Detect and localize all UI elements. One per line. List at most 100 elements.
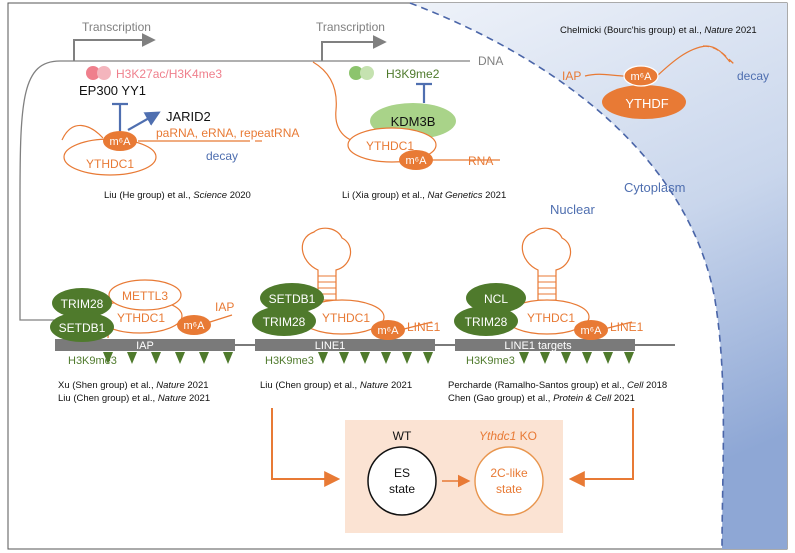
- citation-targets-1: Percharde (Ramalho-Santos group) et al.,…: [448, 380, 667, 391]
- factors-label: EP300 YY1: [79, 83, 146, 98]
- bar-label-line1: LINE1: [315, 340, 346, 352]
- citation-targets-1-journal: Cell: [627, 380, 644, 391]
- citation-top-mid-journal: Nat Genetics: [428, 190, 483, 201]
- arrow-targets-to-state: [568, 408, 634, 487]
- m6a-label-line1: m⁶A: [377, 325, 399, 337]
- rnas-label: paRNA, eRNA, repeatRNA: [156, 126, 299, 140]
- transcription-label-left: Transcription: [82, 20, 151, 34]
- line1-label-panel: LINE1: [407, 320, 441, 334]
- nuclear-label: Nuclear: [550, 202, 595, 217]
- triangle: [339, 352, 349, 364]
- rna-strand-mid-upper: [312, 61, 361, 144]
- triangle: [199, 352, 209, 364]
- trim28-label-iap: TRIM28: [61, 297, 104, 311]
- citation-top-right-prefix: Chelmicki (Bourc'his group) et al.,: [560, 25, 704, 36]
- mettl3-ellipse: [108, 279, 182, 311]
- decay-label-left: decay: [206, 149, 238, 163]
- transcription-label-mid: Transcription: [316, 20, 385, 34]
- histone-circle-green-1: [349, 66, 363, 80]
- setdb1-ellipse-iap: [50, 312, 114, 342]
- citation-top-mid-year: 2021: [482, 190, 506, 201]
- kdm3b-label: KDM3B: [391, 114, 436, 129]
- twoc-state-line1: 2C-like: [490, 466, 528, 480]
- jarid2-arrow: [127, 111, 161, 131]
- ythdc1-label-iap: YTHDC1: [117, 311, 165, 325]
- es-state-line1: ES: [394, 466, 410, 480]
- m6a-label-targets: m⁶A: [580, 325, 602, 337]
- ythdf-label: YTHDF: [625, 96, 668, 111]
- ythdc1-label-mid: YTHDC1: [366, 139, 414, 153]
- triangle: [151, 352, 161, 364]
- h3k9me3-label-iap: H3K9me3: [68, 355, 117, 367]
- top-left-mechanism: Transcription H3K27ac/H3K4me3 EP300 YY1 …: [61, 20, 299, 201]
- triangle: [127, 352, 137, 364]
- iap-label-panel: IAP: [215, 300, 234, 314]
- citation-top-mid-prefix: Li (Xia group) et al.,: [342, 190, 428, 201]
- triangle: [423, 352, 433, 364]
- h3k9me3-label-targets: H3K9me3: [466, 355, 515, 367]
- citation-iap-2: Liu (Chen group) et al., Nature 2021: [58, 393, 210, 404]
- triangle: [360, 352, 370, 364]
- citation-targets-2-year: 2021: [611, 393, 635, 404]
- m6a-node-targets: [574, 320, 608, 340]
- citation-top-left-journal: Science: [193, 190, 227, 201]
- ko-gene-label: Ythdc1: [479, 429, 516, 443]
- ko-label: Ythdc1 KO: [479, 429, 537, 443]
- histone-circle-pink-2: [97, 66, 111, 80]
- arrow-line1-to-state: [271, 408, 341, 487]
- trim28-label-targets: TRIM28: [465, 315, 508, 329]
- histone-circle-green-2: [360, 66, 374, 80]
- citation-top-left: Liu (He group) et al., Science 2020: [104, 190, 251, 201]
- m6a-node-mid: [399, 150, 433, 170]
- h3k9me3-triangles-line1: [318, 352, 433, 364]
- h3k9me3-label-line1: H3K9me3: [265, 355, 314, 367]
- panel-iap: IAP H3K9me3 YTHDC1 METTL3 TRIM28 SETDB1 …: [50, 279, 235, 404]
- trim28-ellipse-iap: [52, 288, 112, 318]
- es-state-line2: state: [389, 482, 415, 496]
- citation-iap-2-journal: Nature: [158, 393, 187, 404]
- rna-strand-left: [61, 124, 250, 142]
- transcription-arrow-left: [73, 33, 156, 61]
- decay-label-cyto: decay: [737, 69, 769, 83]
- m6a-node-left: [103, 131, 137, 151]
- top-right-mechanism: Chelmicki (Bourc'his group) et al., Natu…: [560, 25, 769, 119]
- citation-targets-1-year: 2018: [643, 380, 667, 391]
- citation-iap-1-journal: Nature: [156, 380, 185, 391]
- rna-tail-line1: [399, 321, 433, 331]
- ythdc1-label-targets: YTHDC1: [527, 311, 575, 325]
- citation-top-right-year: 2021: [733, 25, 757, 36]
- m6a-node-iap: [177, 315, 211, 335]
- ko-suffix-label: KO: [516, 429, 537, 443]
- triangle: [381, 352, 391, 364]
- inhibition-line-mid: [416, 82, 432, 103]
- citation-line1-journal: Nature: [360, 380, 389, 391]
- bar-label-targets: LINE1 targets: [504, 340, 572, 352]
- panel-line1: LINE1 H3K9me3 YTHDC1 SETDB1 TRIM28 m⁶A L…: [252, 227, 441, 391]
- citation-iap-2-year: 2021: [186, 393, 210, 404]
- histone-circle-pink-1: [86, 66, 100, 80]
- citation-targets-2: Chen (Gao group) et al., Protein & Cell …: [448, 393, 635, 404]
- citation-top-right: Chelmicki (Bourc'his group) et al., Natu…: [560, 25, 757, 36]
- bar-label-iap: IAP: [136, 340, 154, 352]
- triangle: [624, 352, 634, 364]
- citation-top-right-journal: Nature: [704, 25, 733, 36]
- stem-loop-targets: [521, 227, 572, 308]
- twoc-state-line2: state: [496, 482, 522, 496]
- citation-iap-1-year: 2021: [185, 380, 209, 391]
- iap-rna-dash: [702, 45, 735, 65]
- triangle: [561, 352, 571, 364]
- citation-top-left-prefix: Liu (He group) et al.,: [104, 190, 193, 201]
- h3k9me3-triangles-iap: [103, 352, 233, 364]
- ythdf-ellipse: [602, 85, 686, 119]
- chromatin-bar-targets: [455, 339, 635, 351]
- triangle: [175, 352, 185, 364]
- cytoplasm-region: [410, 3, 787, 549]
- triangle: [519, 352, 529, 364]
- histone-mark-mid-label: H3K9me2: [386, 67, 440, 81]
- rna-label-mid: RNA: [468, 154, 493, 168]
- m6a-label-left: m⁶A: [109, 136, 131, 148]
- citation-targets-2-prefix: Chen (Gao group) et al.,: [448, 393, 553, 404]
- citation-line1: Liu (Chen group) et al., Nature 2021: [260, 380, 412, 391]
- iap-label-cyto: IAP: [562, 69, 581, 83]
- triangle: [402, 352, 412, 364]
